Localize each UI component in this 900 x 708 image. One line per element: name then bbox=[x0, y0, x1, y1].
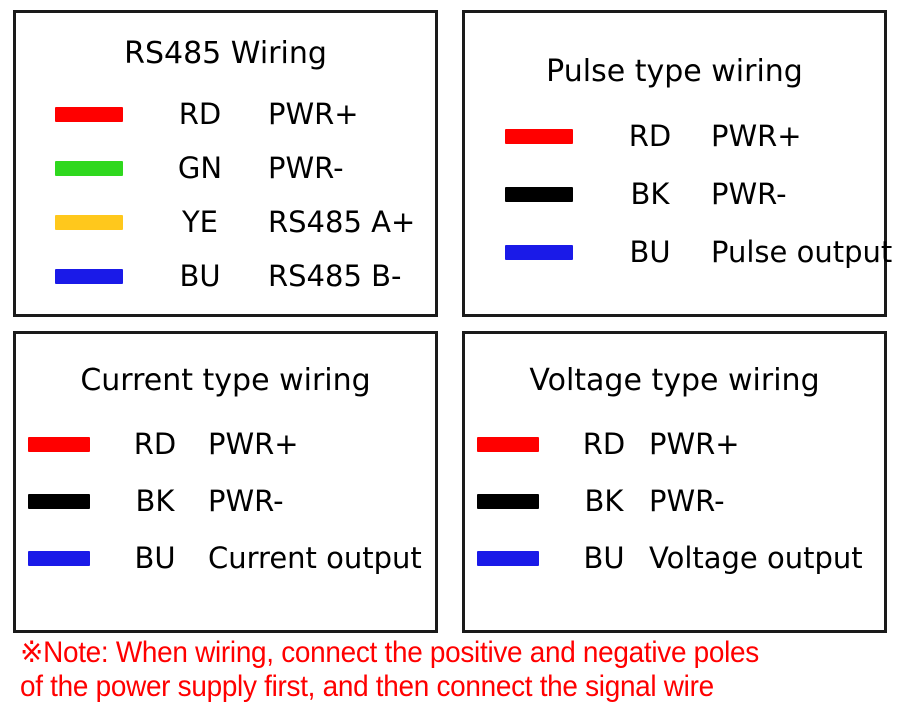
wire-code: RD bbox=[628, 118, 672, 153]
wire-swatch-red-icon bbox=[28, 437, 90, 452]
wire-list-voltage: RD PWR+ BK PWR- BU Voltage output bbox=[465, 416, 884, 587]
wire-row: BU Pulse output bbox=[465, 223, 892, 281]
wire-code: BU bbox=[629, 234, 671, 269]
wire-code: BK bbox=[630, 176, 670, 211]
wire-swatch-blue-icon bbox=[55, 268, 123, 284]
wire-swatch-red-icon bbox=[477, 437, 539, 452]
wire-code: RD bbox=[582, 427, 626, 461]
wire-function: PWR- bbox=[208, 484, 284, 518]
wire-code: BK bbox=[135, 484, 175, 518]
wire-list-current: RD PWR+ BK PWR- BU Current output bbox=[16, 416, 435, 587]
wire-row: BU Voltage output bbox=[465, 530, 884, 587]
panel-title-voltage: Voltage type wiring bbox=[529, 363, 820, 398]
wire-swatch-green-icon bbox=[55, 160, 123, 176]
wire-code: RD bbox=[133, 427, 177, 461]
wire-swatch-blue-icon bbox=[477, 551, 539, 566]
wiring-note-line-2: of the power supply first, and then conn… bbox=[20, 670, 714, 703]
panel-title-rs485: RS485 Wiring bbox=[124, 36, 327, 71]
wire-row: BK PWR- bbox=[465, 165, 884, 223]
wire-swatch-red-icon bbox=[505, 128, 573, 144]
wire-function: Current output bbox=[208, 541, 422, 575]
wire-swatch-yellow-icon bbox=[55, 214, 123, 230]
wire-code: BU bbox=[179, 258, 221, 293]
wire-list-rs485: RD PWR+ GN PWR- YE RS485 A+ BU RS485 B- bbox=[16, 87, 435, 303]
panel-current-type-wiring: Current type wiring RD PWR+ BK PWR- BU C… bbox=[13, 331, 438, 633]
wire-row: RD PWR+ bbox=[465, 107, 884, 165]
wire-list-pulse: RD PWR+ BK PWR- BU Pulse output bbox=[465, 107, 892, 281]
wire-code: GN bbox=[177, 150, 223, 185]
wire-code: BK bbox=[584, 484, 624, 518]
panel-rs485-wiring: RS485 Wiring RD PWR+ GN PWR- YE RS485 A+… bbox=[13, 10, 438, 317]
wire-row: BK PWR- bbox=[16, 473, 435, 530]
wire-row: RD PWR+ bbox=[16, 87, 435, 141]
wire-function: PWR+ bbox=[711, 118, 802, 153]
wire-code: BU bbox=[583, 541, 625, 575]
wire-function: RS485 B- bbox=[268, 258, 402, 293]
wire-swatch-black-icon bbox=[28, 494, 90, 509]
wire-row: BK PWR- bbox=[465, 473, 884, 530]
wire-function: PWR+ bbox=[268, 96, 359, 131]
wiring-note-line-1: ※Note: When wiring, connect the positive… bbox=[20, 636, 759, 669]
wire-function: PWR+ bbox=[208, 427, 299, 461]
wire-row: BU Current output bbox=[16, 530, 435, 587]
wire-function: Pulse output bbox=[711, 234, 893, 269]
wire-row: BU RS485 B- bbox=[16, 249, 435, 303]
wire-code: YE bbox=[181, 204, 219, 239]
panel-title-current: Current type wiring bbox=[80, 363, 371, 398]
wire-swatch-blue-icon bbox=[28, 551, 90, 566]
wire-function: Voltage output bbox=[649, 541, 863, 575]
panel-title-pulse: Pulse type wiring bbox=[546, 54, 803, 89]
wire-row: GN PWR- bbox=[16, 141, 435, 195]
wire-code: BU bbox=[134, 541, 176, 575]
wire-function: PWR+ bbox=[649, 427, 740, 461]
panel-voltage-type-wiring: Voltage type wiring RD PWR+ BK PWR- BU V… bbox=[462, 331, 887, 633]
wire-function: RS485 A+ bbox=[268, 204, 416, 239]
wire-function: PWR- bbox=[711, 176, 787, 211]
wire-row: RD PWR+ bbox=[465, 416, 884, 473]
wire-function: PWR- bbox=[268, 150, 344, 185]
wire-swatch-red-icon bbox=[55, 106, 123, 122]
wiring-note: ※Note: When wiring, connect the positive… bbox=[20, 636, 838, 704]
wire-row: RD PWR+ bbox=[16, 416, 435, 473]
wire-function: PWR- bbox=[649, 484, 725, 518]
wire-swatch-blue-icon bbox=[505, 244, 573, 260]
wire-swatch-black-icon bbox=[477, 494, 539, 509]
panel-pulse-type-wiring: Pulse type wiring RD PWR+ BK PWR- BU Pul… bbox=[462, 10, 892, 317]
wire-code: RD bbox=[178, 96, 222, 131]
wire-swatch-black-icon bbox=[505, 186, 573, 202]
wire-row: YE RS485 A+ bbox=[16, 195, 435, 249]
